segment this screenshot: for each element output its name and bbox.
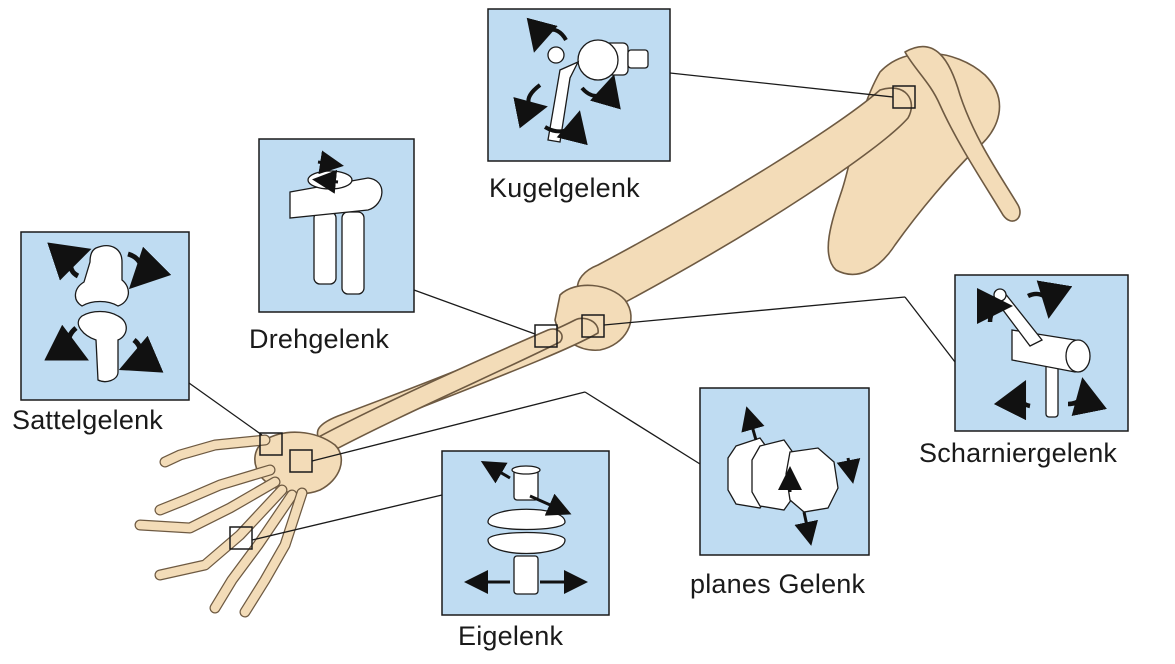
label-condyloid-joint: Eigelenk <box>458 621 563 652</box>
label-saddle-joint: Sattelgelenk <box>12 405 163 436</box>
label-ball-joint: Kugelgelenk <box>489 173 640 204</box>
panel-pivot-joint <box>259 139 414 312</box>
panel-condyloid-joint <box>442 451 609 615</box>
panel-saddle-joint <box>21 232 189 400</box>
label-plane-joint: planes Gelenk <box>690 569 865 600</box>
panel-hinge-joint <box>955 275 1128 431</box>
panel-ball-joint <box>488 9 670 161</box>
label-hinge-joint: Scharniergelenk <box>919 438 1117 469</box>
label-pivot-joint: Drehgelenk <box>249 324 389 355</box>
panel-plane-joint <box>700 388 869 555</box>
